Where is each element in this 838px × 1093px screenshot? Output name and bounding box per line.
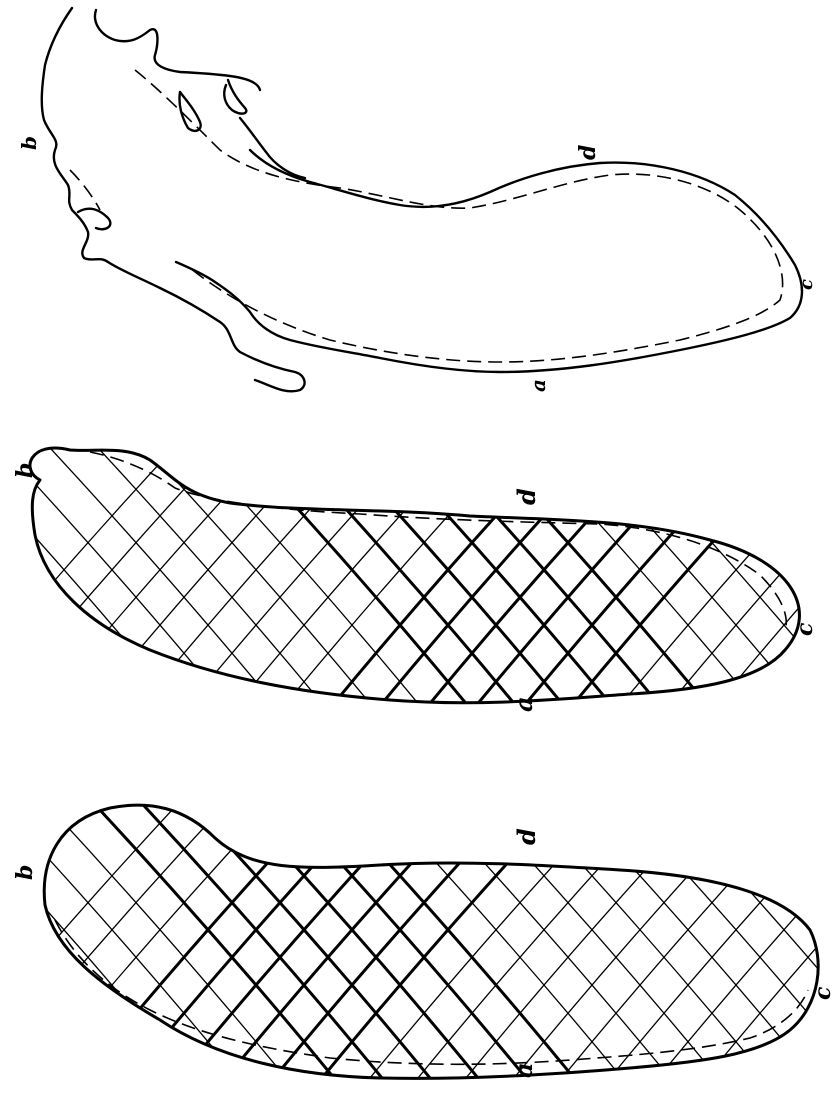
hatch-line (0, 780, 160, 1093)
upper-coastline-inlet-top (95, 10, 260, 90)
hatch-line (64, 420, 344, 740)
hatch-line (696, 420, 838, 740)
hatch-line (0, 780, 200, 1093)
hatch-line (216, 420, 496, 740)
hatch-line (256, 420, 536, 740)
hatch-line (208, 420, 488, 740)
upper-panel: b d c a (17, 8, 817, 392)
hatch-line (792, 420, 838, 740)
hatch-line (264, 420, 544, 740)
hatch-line (648, 780, 838, 1093)
lower-label-b: b (12, 865, 38, 880)
lower-label-a: a (509, 1062, 538, 1078)
hatch-line (792, 780, 838, 1093)
lower-outline (44, 805, 818, 1078)
middle-current-path (90, 452, 786, 632)
upper-coastline-inlet-left (78, 209, 110, 230)
lower-label-d: d (512, 828, 541, 845)
upper-coastline-outer (42, 8, 305, 391)
hatch-line (592, 780, 838, 1093)
hatch-line (784, 420, 838, 740)
upper-coastline-fjord-2 (179, 92, 200, 131)
upper-coastline-fjord-1 (224, 80, 246, 114)
upper-current-path (70, 70, 783, 362)
hatch-line (304, 420, 584, 740)
hatch-line (736, 420, 838, 740)
upper-coastline-left-arm (176, 150, 802, 372)
hatch-line (688, 420, 838, 740)
hatch-line (360, 420, 640, 740)
hatch-line (744, 420, 838, 740)
upper-label-d: d (575, 145, 601, 160)
hatch-line (552, 420, 832, 740)
hatch-line (592, 420, 838, 740)
lower-label-c: c (810, 986, 836, 1000)
middle-label-c: c (792, 622, 818, 636)
hatch-line (0, 780, 256, 1093)
hatch-line (496, 420, 776, 740)
hatch-line (312, 420, 592, 740)
middle-label-b: b (12, 463, 38, 478)
hatch-line (784, 780, 838, 1093)
upper-label-c: c (796, 279, 817, 290)
hatch-line (600, 420, 838, 740)
middle-grid (0, 420, 838, 740)
lower-panel: b d c a (0, 780, 838, 1093)
hatch-line (112, 420, 392, 740)
hatch-line (544, 420, 824, 740)
hatch-line (832, 420, 838, 740)
hatch-line (160, 420, 440, 740)
middle-grid-lines-b (0, 420, 838, 740)
lower-current-path (55, 920, 808, 1064)
middle-label-a: a (509, 696, 538, 712)
hatch-line (696, 780, 838, 1093)
hatch-line (736, 780, 838, 1093)
hatch-line (24, 420, 304, 740)
upper-coastline-fjord-3 (240, 118, 305, 178)
hatch-line (456, 420, 736, 740)
upper-label-a: a (526, 379, 550, 392)
hatch-line (0, 780, 208, 1093)
hatch-line (400, 420, 680, 740)
middle-panel: b d c a (0, 420, 838, 740)
hatch-line (448, 420, 728, 740)
hatch-line (832, 780, 838, 1093)
hatch-line (648, 420, 838, 740)
upper-label-b: b (17, 136, 41, 150)
hatch-line (352, 420, 632, 740)
middle-label-d: d (512, 488, 541, 505)
middle-grid-lines-a (0, 420, 838, 740)
